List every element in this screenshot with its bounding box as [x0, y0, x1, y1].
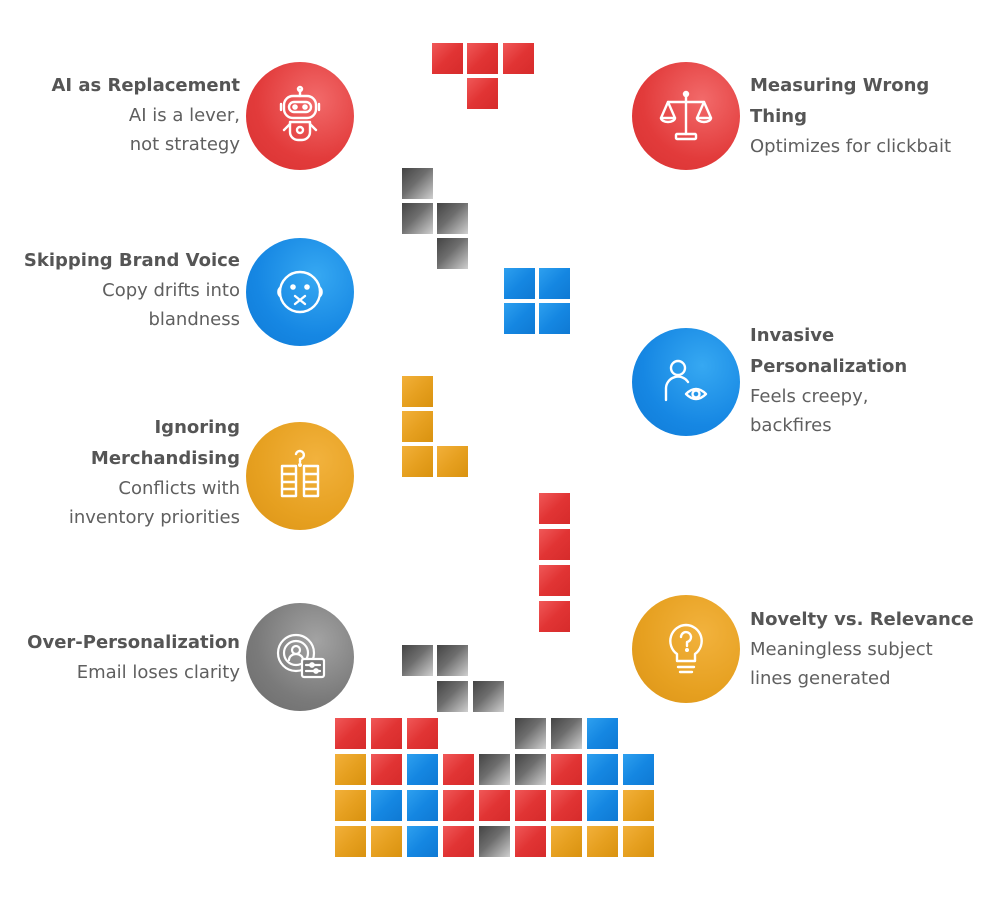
item-title: AI as Replacement: [51, 75, 240, 96]
tetris-block: [503, 43, 534, 74]
tetris-block: [504, 268, 535, 299]
stack-block: [623, 790, 654, 821]
item-ai-replacement: AI as Replacement AI is a lever, not str…: [0, 70, 240, 159]
novelty-vs-relevance-circle: [632, 595, 740, 703]
tetris-block: [437, 446, 468, 477]
tetris-block: [437, 203, 468, 234]
stack-block: [515, 790, 546, 821]
tetris-block: [473, 681, 504, 712]
scales-icon: [659, 90, 713, 141]
tetris-block: [539, 268, 570, 299]
tetris-block: [437, 681, 468, 712]
stack-block: [479, 754, 510, 785]
robot-icon: [279, 85, 321, 142]
over-personalization-circle: [246, 603, 354, 711]
target-profile-sliders-icon: [276, 633, 326, 679]
stack-block: [371, 718, 402, 749]
item-description: Feels creepy, backfires: [750, 386, 869, 436]
tetris-block: [539, 565, 570, 596]
stack-block: [515, 826, 546, 857]
item-description: Email loses clarity: [76, 662, 240, 683]
stack-block: [515, 754, 546, 785]
item-skipping-brand-voice: Skipping Brand Voice Copy drifts into bl…: [0, 245, 240, 334]
item-description: Copy drifts into blandness: [102, 280, 240, 330]
item-description: Optimizes for clickbait: [750, 136, 952, 157]
item-title: Measuring Wrong Thing: [750, 75, 930, 127]
stack-block: [479, 790, 510, 821]
stack-block: [587, 790, 618, 821]
stack-block: [623, 826, 654, 857]
tetris-block: [539, 303, 570, 334]
stack-block: [335, 826, 366, 857]
stack-block: [407, 790, 438, 821]
item-title: Invasive Personalization: [750, 325, 908, 377]
stack-block: [407, 754, 438, 785]
item-title: Novelty vs. Relevance: [750, 609, 974, 630]
stack-block: [335, 718, 366, 749]
item-description: Meaningless subject lines generated: [750, 639, 933, 689]
tetris-block: [504, 303, 535, 334]
stack-block: [335, 754, 366, 785]
item-description: Conflicts with inventory priorities: [68, 478, 240, 528]
item-invasive-personalization: Invasive Personalization Feels creepy, b…: [750, 320, 990, 440]
lightbulb-question-icon: [669, 623, 703, 674]
stack-block: [335, 790, 366, 821]
tetris-block: [402, 645, 433, 676]
stack-block: [371, 754, 402, 785]
invasive-personalization-circle: [632, 328, 740, 436]
stack-block: [407, 826, 438, 857]
stack-block: [551, 754, 582, 785]
stack-block: [479, 826, 510, 857]
item-novelty-vs-relevance: Novelty vs. Relevance Meaningless subjec…: [750, 604, 990, 693]
tetris-block: [467, 78, 498, 109]
stack-block: [551, 718, 582, 749]
tetris-block: [437, 645, 468, 676]
stack-block: [587, 754, 618, 785]
stack-block: [587, 718, 618, 749]
stack-block: [443, 826, 474, 857]
item-title: Skipping Brand Voice: [23, 250, 240, 271]
muted-face-icon: [277, 270, 323, 314]
tetris-block: [402, 376, 433, 407]
stack-block: [551, 790, 582, 821]
stack-block: [587, 826, 618, 857]
tetris-block: [437, 238, 468, 269]
ignoring-merchandising-circle: [246, 422, 354, 530]
stack-block: [515, 718, 546, 749]
inventory-question-icon: [280, 449, 320, 498]
item-title: Ignoring Merchandising: [90, 417, 240, 469]
tetris-block: [402, 446, 433, 477]
item-description: AI is a lever, not strategy: [128, 105, 240, 155]
item-measuring-wrong-thing: Measuring Wrong Thing Optimizes for clic…: [750, 70, 990, 161]
ai-replacement-circle: [246, 62, 354, 170]
tetris-block: [467, 43, 498, 74]
stack-block: [551, 826, 582, 857]
item-over-personalization: Over-Personalization Email loses clarity: [0, 627, 240, 687]
measuring-wrong-thing-circle: [632, 62, 740, 170]
item-ignoring-merchandising: Ignoring Merchandising Conflicts with in…: [0, 412, 240, 532]
stack-block: [371, 790, 402, 821]
tetris-block: [432, 43, 463, 74]
stack-block: [623, 754, 654, 785]
skipping-brand-voice-circle: [246, 238, 354, 346]
tetris-block: [402, 203, 433, 234]
stack-block: [407, 718, 438, 749]
tetris-block: [539, 493, 570, 524]
stack-block: [443, 754, 474, 785]
tetris-block: [539, 601, 570, 632]
tetris-block: [402, 411, 433, 442]
stack-block: [371, 826, 402, 857]
tetris-block: [539, 529, 570, 560]
person-eye-icon: [664, 359, 708, 402]
stack-block: [443, 790, 474, 821]
tetris-block: [402, 168, 433, 199]
item-title: Over-Personalization: [27, 632, 240, 653]
